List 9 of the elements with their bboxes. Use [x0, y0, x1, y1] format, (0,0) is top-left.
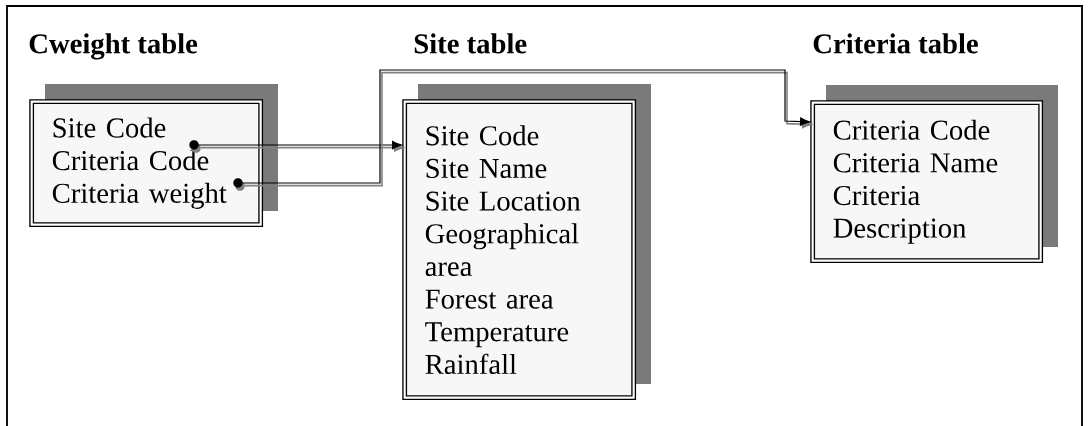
table-heading: Criteria table: [813, 33, 978, 54]
table-box: Site Code Criteria Code Criteria weight: [29, 84, 278, 228]
table-heading: Site table: [414, 33, 527, 54]
table-box: Site Code Site Name Site Location Geographical area Forest area Temperature Rainfall: [402, 84, 651, 401]
table-heading: Cweight table: [29, 33, 198, 60]
table-box: Criteria Code Criteria Name Criteria Description: [810, 85, 1058, 264]
connector-arrow: [242, 69, 812, 187]
connector-arrow: [198, 140, 404, 152]
connector-dot: [233, 178, 245, 191]
